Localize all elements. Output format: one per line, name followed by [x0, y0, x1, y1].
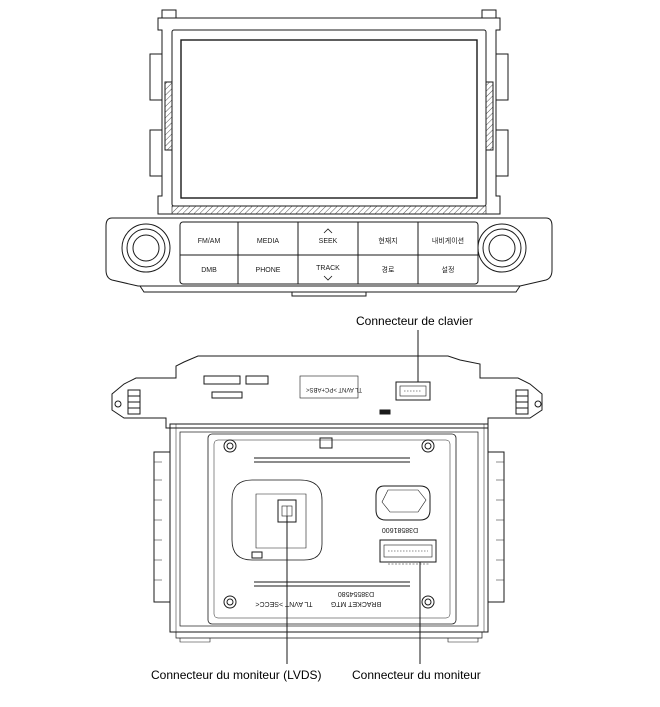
upper-marking-text: TL AVNT >PC+ABS< [305, 386, 362, 392]
lvds-connector-label: Connecteur du moniteur (LVDS) [151, 668, 322, 682]
callout-leaders [286, 330, 421, 664]
button-route: 경로 [382, 265, 395, 274]
button-dmb: DMB [201, 267, 217, 274]
monitor-connector-label: Connecteur du moniteur [352, 668, 481, 682]
button-media: MEDIA [257, 238, 280, 245]
part-number-2: D38554580 [338, 590, 374, 597]
part-number-1: D38581600 [382, 526, 418, 533]
front-unit [105, 9, 553, 297]
lower-marking-text: TL AVNT >SECC< [255, 600, 312, 607]
button-fm-am: FM/AM [198, 238, 221, 245]
button-phone: PHONE [256, 267, 281, 274]
bracket-label: BRACKET MTG [331, 600, 381, 607]
button-navigation: 내비게이션 [432, 236, 464, 245]
front-button-labels: FM/AM MEDIA SEEK 현재지 내비게이션 DMB PHONE TRA… [198, 236, 464, 274]
button-settings: 설정 [442, 265, 455, 274]
button-seek: SEEK [319, 238, 338, 245]
rear-unit [111, 355, 543, 643]
seek-track-arrows-icon [323, 228, 333, 281]
button-current-location: 현재지 [378, 236, 397, 245]
keyboard-connector-label: Connecteur de clavier [356, 314, 473, 328]
rear-markings: TL AVNT >PC+ABS< D38581600 BRACKET MTG D… [255, 386, 418, 607]
button-track: TRACK [316, 265, 340, 272]
